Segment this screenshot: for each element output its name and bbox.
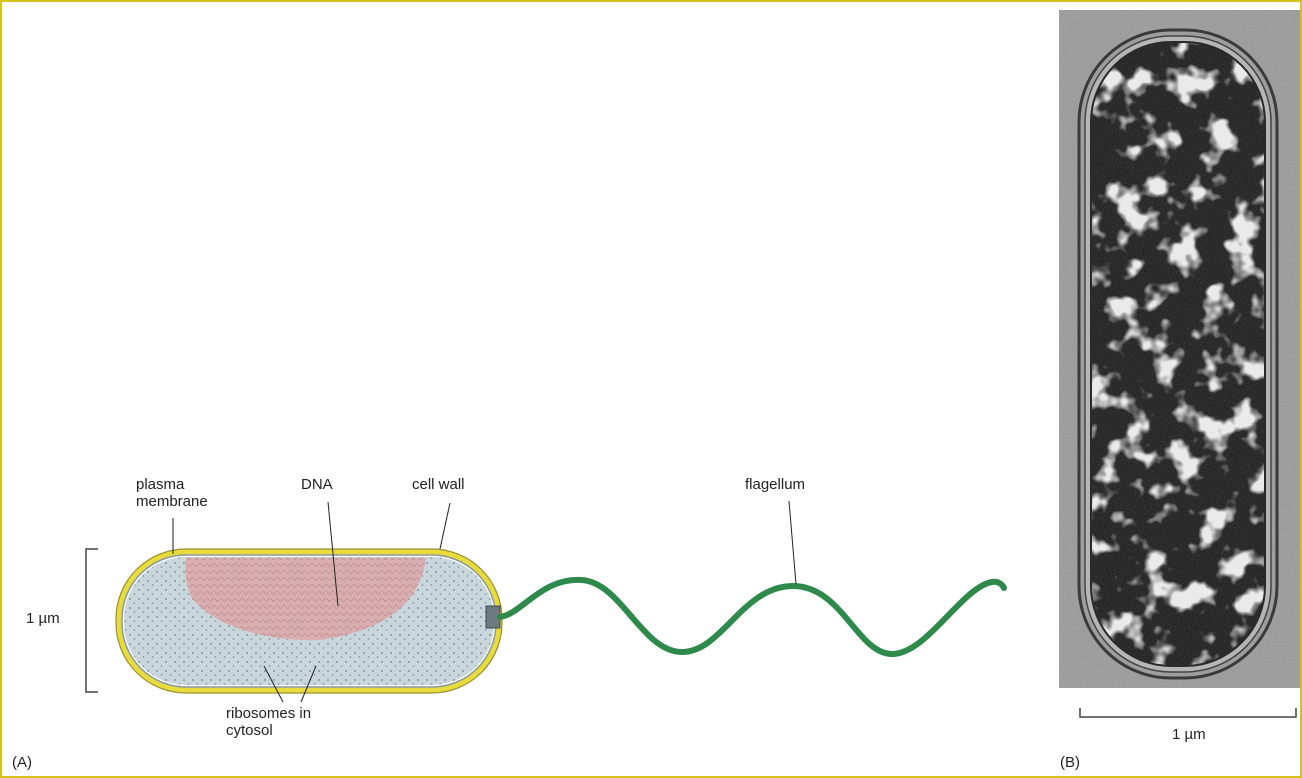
- scale-bracket: [86, 549, 98, 692]
- label-dna: DNA: [301, 476, 333, 493]
- label-cell-wall: cell wall: [412, 476, 465, 493]
- label-scale-a: 1 µm: [26, 610, 60, 627]
- flagellum: [500, 580, 1004, 654]
- panel-a-schematic: plasma membrane DNA cell wall flagellum …: [2, 2, 1042, 776]
- panel-label-b: (B): [1060, 754, 1080, 771]
- label-plasma-membrane: plasma membrane: [136, 476, 208, 510]
- leader-cell-wall: [440, 503, 450, 549]
- label-scale-b: 1 µm: [1172, 726, 1206, 743]
- bacterium-diagram: [2, 2, 1042, 776]
- leader-flagellum: [789, 501, 796, 584]
- scale-bar-b: [1042, 2, 1300, 776]
- label-flagellum: flagellum: [745, 476, 805, 493]
- panel-b-micrograph: 1 µm (B): [1042, 2, 1300, 776]
- panel-label-a: (A): [12, 754, 32, 771]
- label-ribosomes: ribosomes in cytosol: [226, 705, 311, 739]
